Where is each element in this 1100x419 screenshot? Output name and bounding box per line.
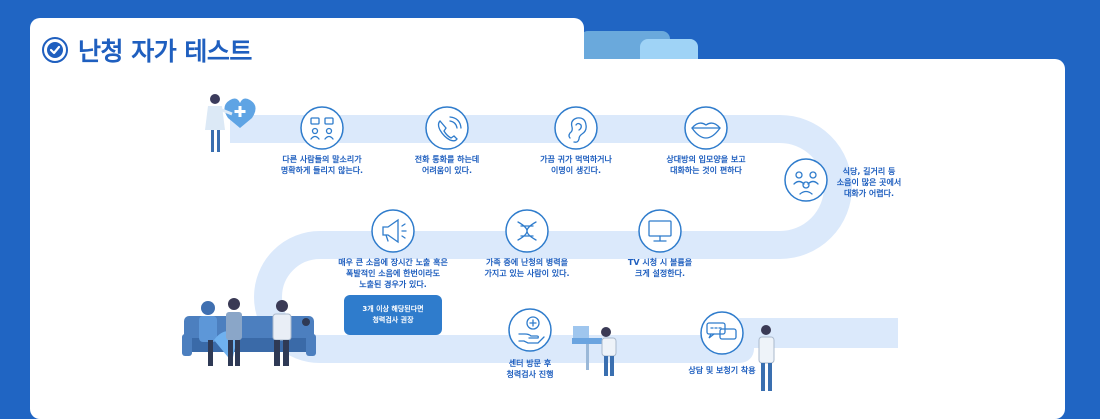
title-tab — [30, 18, 584, 88]
step-label: 다른 사람들의 말소리가 명확하게 들리지 않는다. — [280, 155, 364, 175]
step-label: 상담 및 보청기 착용 — [688, 366, 756, 375]
crowd-icon — [784, 158, 828, 202]
people-conversation-icon — [300, 106, 344, 150]
step-label: TV 시청 시 볼륨을 크게 설정한다. — [627, 258, 693, 278]
hearing-test-illustration — [572, 326, 617, 376]
step-label: 식당, 길거리 등 소음이 많은 곳에서 대화가 어렵다. — [836, 167, 902, 198]
check-circle-icon — [42, 37, 68, 63]
phone-icon — [425, 106, 469, 150]
hand-care-icon — [508, 308, 552, 352]
step-label: 매우 큰 소음에 장시간 노출 혹은 폭발적인 소음에 한번이라도 노출된 경우… — [338, 258, 448, 289]
megaphone-icon — [371, 209, 415, 253]
step-label: 센터 방문 후 청력검사 진행 — [506, 359, 554, 379]
test-path-illustration — [182, 94, 898, 391]
page-header: 난청 자가 테스트 — [42, 32, 252, 68]
doctor-heart-illustration — [205, 94, 256, 152]
tv-icon — [638, 209, 682, 253]
ear-icon — [554, 106, 598, 150]
step-label: 가끔 귀가 먹먹하거나 이명이 생긴다. — [540, 155, 612, 175]
doctor-illustration — [758, 325, 775, 391]
family-sofa-illustration — [182, 298, 316, 366]
page-title: 난청 자가 테스트 — [78, 37, 252, 66]
step-label: 전화 통화를 하는데 어려움이 있다. — [414, 155, 480, 175]
recommendation-badge: 3개 이상 해당된다면 청력검사 권장 — [344, 295, 442, 335]
step-label: 상대방의 입모양을 보고 대화하는 것이 편하다 — [666, 155, 746, 175]
step-label: 가족 중에 난청의 병력을 가지고 있는 사람이 있다. — [484, 258, 570, 278]
